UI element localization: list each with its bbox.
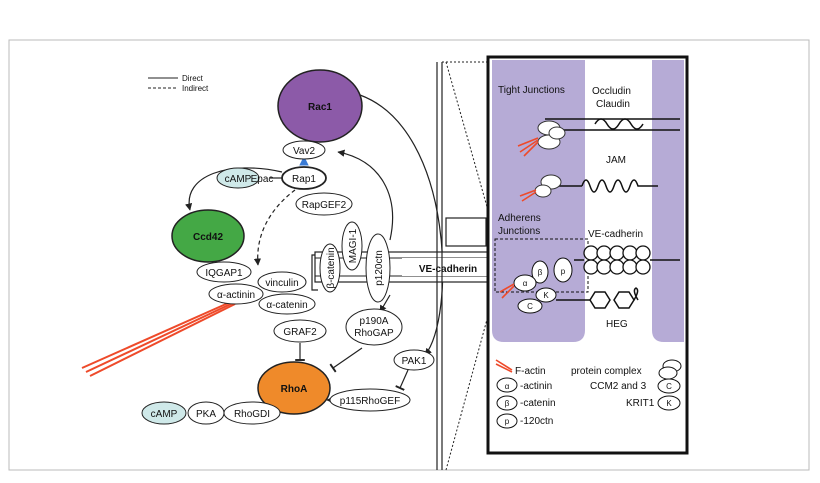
svg-text:p: p [561, 267, 566, 276]
node-iqgap1: IQGAP1 [196, 261, 252, 283]
junction-inset: Tight Junctions Occludin Claudin JAM Adh… [486, 55, 689, 455]
node-magi1: MAGI-1 [341, 221, 363, 271]
svg-text:C: C [527, 302, 533, 311]
heg-label: HEG [606, 319, 628, 330]
svg-text:p: p [505, 417, 510, 426]
svg-text:α-actinin: α-actinin [217, 290, 255, 301]
svg-text:IQGAP1: IQGAP1 [205, 268, 243, 279]
svg-text:cAMP: cAMP [151, 409, 178, 420]
legend-direct: Direct [182, 74, 204, 83]
svg-text:vinculin: vinculin [265, 278, 298, 289]
node-rhogdi: RhoGDI [223, 401, 281, 425]
node-pak1: PAK1 [393, 349, 435, 371]
inset-key: F-actin protein complex α -actinin CCM2 … [495, 359, 682, 429]
svg-text:K: K [666, 399, 672, 408]
adherens-label-2: Junctions [498, 226, 540, 237]
node-pka: PKA [187, 401, 225, 425]
key-f-actin: F-actin [515, 366, 546, 377]
node-rapgef2: RapGEF2 [295, 192, 353, 216]
ve-cadherin-beads [583, 245, 651, 275]
svg-text:p120ctn: p120ctn [374, 250, 385, 286]
svg-text:α: α [523, 279, 528, 288]
node-rap1: Rap1 [281, 166, 327, 190]
svg-text:MAGI-1: MAGI-1 [348, 228, 359, 263]
node-alpha-catenin: α-catenin [258, 293, 316, 315]
inset-ve-cadherin-label: VE-cadherin [588, 229, 643, 240]
cell-right [652, 60, 684, 342]
svg-text:Rap1: Rap1 [292, 174, 316, 185]
svg-text:β: β [538, 268, 543, 277]
node-camp-top: cAMP [216, 167, 260, 189]
node-graf2: GRAF2 [273, 319, 327, 343]
claudin-label: Claudin [596, 99, 630, 110]
occludin-label: Occludin [592, 86, 631, 97]
node-p115rhogef: p115RhoGEF [329, 388, 411, 412]
key-alpha-actinin: -actinin [520, 381, 552, 392]
svg-text:p115RhoGEF: p115RhoGEF [340, 396, 400, 407]
node-vav2: Vav2 [282, 140, 326, 160]
key-ccm2: CCM2 and 3 [590, 381, 647, 392]
svg-text:RhoGAP: RhoGAP [354, 328, 394, 339]
svg-text:K: K [543, 291, 549, 300]
key-krit1: KRIT1 [626, 398, 655, 409]
svg-text:Epac: Epac [251, 174, 274, 185]
tight-junctions-label: Tight Junctions [498, 85, 565, 96]
node-ccd42: Ccd42 [171, 209, 245, 263]
svg-text:RhoGDI: RhoGDI [234, 409, 270, 420]
svg-text:β-catenin: β-catenin [326, 247, 337, 288]
key-protein-complex: protein complex [571, 366, 642, 377]
svg-text:GRAF2: GRAF2 [283, 327, 317, 338]
svg-text:Vav2: Vav2 [293, 146, 315, 157]
ve-cadherin-label: VE-cadherin [419, 264, 477, 275]
legend-indirect: Indirect [182, 84, 209, 93]
svg-text:PAK1: PAK1 [402, 356, 427, 367]
svg-text:Rac1: Rac1 [308, 102, 332, 113]
adherens-label-1: Adherens [498, 213, 541, 224]
svg-text:α: α [505, 382, 510, 391]
node-rhoa: RhoA [257, 361, 331, 415]
node-beta-catenin: β-catenin [319, 243, 341, 293]
f-actin-bundle [81, 299, 236, 377]
node-alpha-actinin: α-actinin [208, 283, 264, 305]
svg-text:cAMP: cAMP [225, 174, 252, 185]
line-legend: Direct Indirect [148, 74, 209, 93]
node-p190a: p190A RhoGAP [345, 308, 403, 346]
jam-label: JAM [606, 155, 626, 166]
node-camp-bottom: cAMP [141, 401, 187, 425]
svg-text:PKA: PKA [196, 409, 216, 420]
svg-text:RhoA: RhoA [281, 384, 308, 395]
key-beta-catenin: -catenin [520, 398, 556, 409]
node-p120ctn: p120ctn [365, 233, 391, 303]
key-p120ctn: -120ctn [520, 416, 553, 427]
node-epac: Epac [251, 174, 274, 185]
svg-text:β: β [505, 399, 510, 408]
svg-text:RapGEF2: RapGEF2 [302, 200, 347, 211]
svg-text:α-catenin: α-catenin [266, 300, 307, 311]
node-rac1: Rac1 [277, 69, 363, 143]
svg-text:Ccd42: Ccd42 [193, 232, 223, 243]
svg-text:C: C [666, 382, 672, 391]
svg-text:p190A: p190A [360, 316, 389, 327]
node-vinculin: vinculin [257, 271, 307, 293]
